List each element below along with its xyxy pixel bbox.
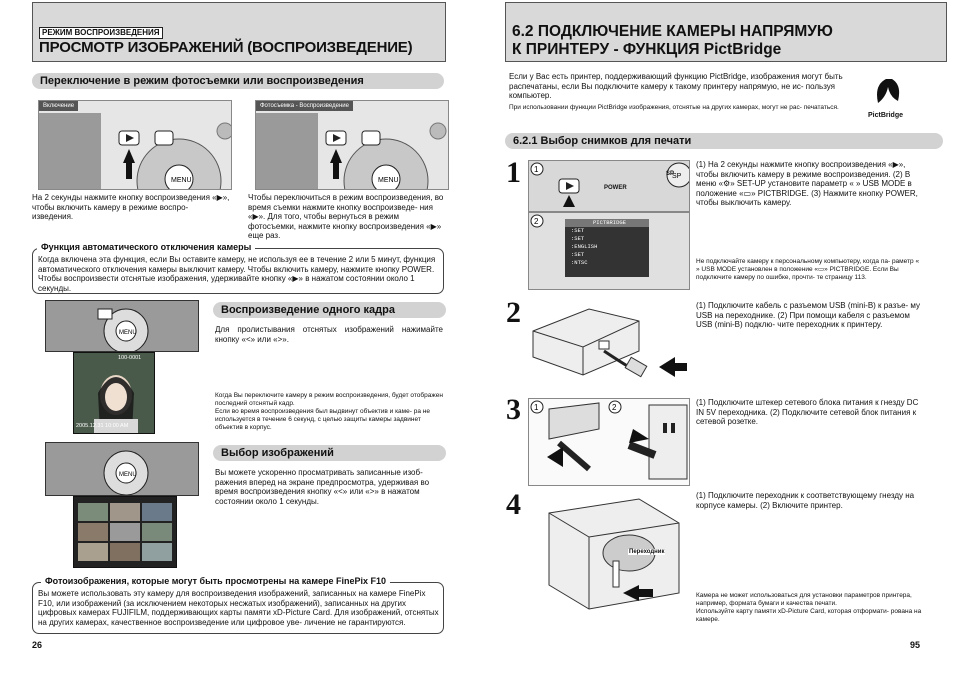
camera-buttons-icon: MENU <box>256 113 447 189</box>
lcd-menu-item: :NTSC <box>571 259 588 266</box>
auto-off-box: Функция автоматического отключения камер… <box>32 242 444 294</box>
single-frame-note-2: Если во время воспроизведения был выдвин… <box>215 408 430 431</box>
switch-text-2: Чтобы переключиться в режим воспроизведе… <box>248 193 444 240</box>
single-frame-heading: Воспроизведение одного кадра <box>213 302 446 318</box>
step-number-3: 3 <box>506 393 521 426</box>
intro-text: Если у Вас есть принтер, поддерживающий … <box>509 72 843 100</box>
select-heading: Выбор изображений <box>213 445 446 461</box>
lcd-menu: PICTBRIDGE :SET :SET :ENGLISH :SET :NTSC <box>565 219 649 277</box>
camera-back-image-1: Включение MENU <box>38 100 232 190</box>
left-title-header: РЕЖИМ ВОСПРОИЗВЕДЕНИЯ ПРОСМОТР ИЗОБРАЖЕН… <box>32 2 446 62</box>
step-circle-2-icon: 2 <box>530 214 544 228</box>
power-plug-icon: 1 2 <box>530 400 688 480</box>
single-frame-note-1: Когда Вы переключите камеру в режим восп… <box>215 392 443 407</box>
svg-text:1: 1 <box>534 165 539 174</box>
camera-back-image-2: Фотосъемка - Воспроизведение MENU <box>255 100 449 190</box>
mode-tag: РЕЖИМ ВОСПРОИЗВЕДЕНИЯ <box>39 27 163 39</box>
right-page-number: 95 <box>910 640 921 650</box>
finepix-title: Фотоизображения, которые могут быть прос… <box>41 576 391 586</box>
lcd-menu-item: :SET <box>571 251 585 258</box>
right-title-line2: К ПРИНТЕРУ - ФУНКЦИЯ PictBridge <box>512 41 782 58</box>
svg-text:2: 2 <box>534 217 539 226</box>
lcd-menu-title: PICTBRIDGE <box>565 219 649 227</box>
svg-text:1: 1 <box>534 403 539 412</box>
step-number-1: 1 <box>506 156 521 189</box>
pictbridge-icon <box>877 79 900 103</box>
usb-cable-adapter-icon <box>532 308 687 378</box>
lcd-menu-item: :SET <box>571 227 585 234</box>
screen-counter: 100-0001 <box>118 355 142 361</box>
bottom-note-2: Используйте карту памяти xD-Picture Card… <box>696 608 922 623</box>
pictbridge-logo: PictBridge <box>868 75 918 120</box>
intro-note: При использовании функции PictBridge изо… <box>509 104 839 111</box>
camera-dial-image: MENU <box>45 300 199 352</box>
svg-text:2: 2 <box>612 403 617 412</box>
right-title-header: 6.2 ПОДКЛЮЧЕНИЕ КАМЕРЫ НАПРЯМУЮ К ПРИНТЕ… <box>505 2 947 62</box>
step1-note: Не подключайте камеру к персональному ко… <box>696 258 920 281</box>
thumbnail-grid <box>74 497 176 567</box>
step4-text: (1) Подключите переходник к соответствую… <box>696 491 915 510</box>
switch-heading: Переключение в режим фотосъемки или восп… <box>32 73 444 89</box>
step1-text: (1) На 2 секунды нажмите кнопку воспроиз… <box>696 160 918 207</box>
svg-text:MENU: MENU <box>378 177 399 184</box>
image-tag: Включение <box>39 101 79 111</box>
portrait-photo <box>74 353 154 433</box>
lcd-menu-item: :ENGLISH <box>571 243 598 250</box>
pictbridge-logo-text: PictBridge <box>868 112 904 119</box>
adapter-label: Переходник <box>628 549 666 555</box>
svg-text:MENU: MENU <box>119 472 137 478</box>
sp-label: SP <box>666 171 675 177</box>
auto-off-title: Функция автоматического отключения камер… <box>37 242 256 252</box>
single-frame-text: Для пролистывания отснятых изображений н… <box>215 325 443 344</box>
step3-text: (1) Подключите штекер сетевого блока пит… <box>696 398 919 426</box>
control-dial-icon: MENU <box>97 308 149 351</box>
bottom-note-1: Камера не может использоваться для устан… <box>696 592 912 607</box>
lcd-menu-item: :SET <box>571 235 585 242</box>
svg-text:MENU: MENU <box>119 330 137 336</box>
step3-image: 1 2 <box>528 398 690 486</box>
finepix-box: Фотоизображения, которые могут быть прос… <box>32 576 444 634</box>
sub-heading: 6.2.1 Выбор снимков для печати <box>505 133 943 149</box>
step-number-4: 4 <box>506 488 521 521</box>
step1-camera-image: 1 SP POWER SP <box>528 160 690 212</box>
camera-dial-image-2: MENU <box>45 442 199 496</box>
select-text: Вы можете ускоренно просматривать записа… <box>215 468 430 506</box>
image-tag: Фотосъемка - Воспроизведение <box>256 101 353 111</box>
left-page-number: 26 <box>32 640 43 650</box>
step2-image <box>528 300 690 392</box>
playback-screen: 100-0001 2005.12.31 10:00 AM <box>73 352 155 434</box>
step4-image: Переходник <box>528 492 690 614</box>
right-title-line1: 6.2 ПОДКЛЮЧЕНИЕ КАМЕРЫ НАПРЯМУЮ <box>512 23 833 40</box>
page-title: ПРОСМОТР ИЗОБРАЖЕНИЙ (ВОСПРОИЗВЕДЕНИЕ) <box>39 39 413 56</box>
svg-text:MENU: MENU <box>171 177 192 184</box>
camera-buttons-icon: MENU <box>39 113 231 189</box>
thumbnail-screen <box>73 496 177 568</box>
step-number-2: 2 <box>506 296 521 329</box>
screen-date: 2005.12.31 10:00 AM <box>76 423 129 429</box>
finepix-text: Вы можете использовать эту камеру для во… <box>38 589 439 627</box>
step2-text: (1) Подключите кабель с разъемом USB (mi… <box>696 301 920 329</box>
auto-off-text: Когда включена эта функция, если Вы оста… <box>38 255 436 293</box>
step1-menu-image: 2 PICTBRIDGE :SET :SET :ENGLISH :SET :NT… <box>528 212 690 290</box>
control-dial-icon: MENU <box>103 450 149 495</box>
svg-text:SP: SP <box>672 173 682 180</box>
camera-power-icon: 1 SP <box>530 162 689 207</box>
power-label: POWER <box>604 185 627 191</box>
camera-adapter-icon <box>548 498 680 610</box>
switch-text-1: На 2 секунды нажмите кнопку воспроизведе… <box>32 193 230 221</box>
